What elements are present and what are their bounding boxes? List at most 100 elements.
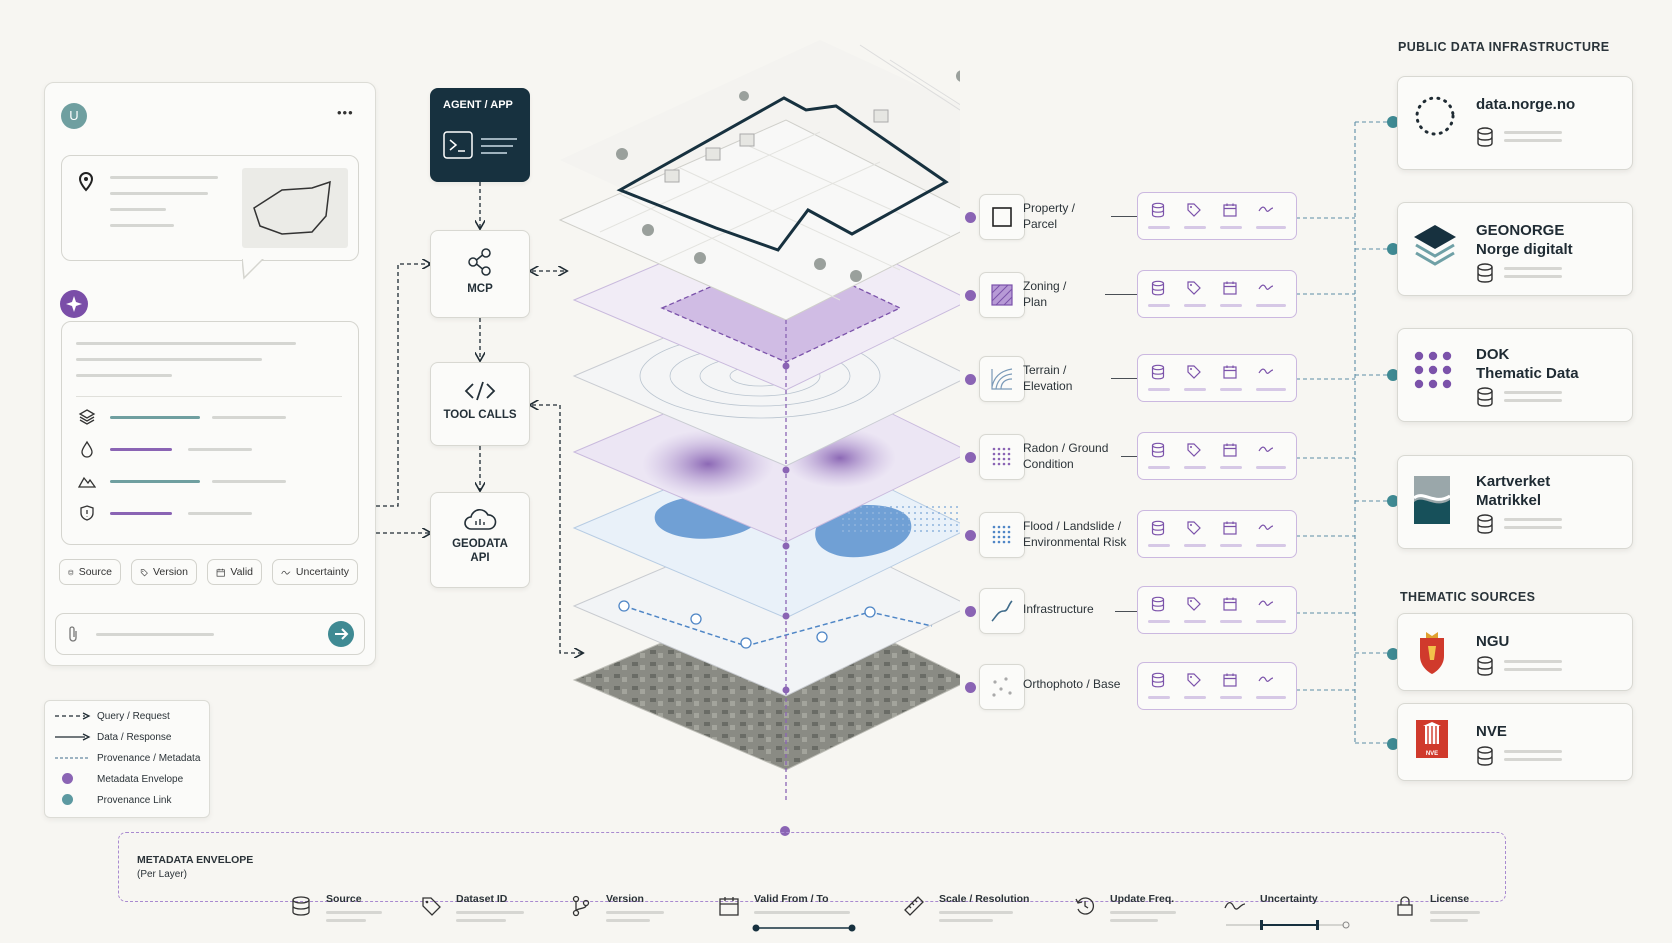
source-card-data-norge[interactable]: data.norge.no <box>1397 76 1633 170</box>
ruler-icon <box>904 896 924 916</box>
source-card-dok[interactable]: DOK Thematic Data <box>1397 328 1633 422</box>
user-message-bubble <box>61 155 359 280</box>
calendar-icon <box>216 568 225 577</box>
chat-panel: U ••• Source <box>44 82 376 666</box>
thematic-sources-title: THEMATIC SOURCES <box>1400 590 1536 604</box>
location-pin-icon <box>78 172 94 192</box>
calendar-icon <box>1223 521 1237 535</box>
wave-icon <box>1258 368 1274 374</box>
scatter-dots-icon <box>979 664 1025 710</box>
agent-app-node[interactable]: AGENT / APP <box>430 88 530 182</box>
database-icon <box>1151 280 1165 296</box>
valid-chip[interactable]: Valid <box>207 559 262 585</box>
share-nodes-icon <box>468 248 491 276</box>
calendar-icon <box>1223 203 1237 217</box>
database-icon <box>1477 127 1493 147</box>
more-options-button[interactable]: ••• <box>337 105 354 120</box>
code-icon <box>464 381 496 401</box>
envelope-title: METADATA ENVELOPE <box>137 854 254 866</box>
database-icon <box>292 896 310 916</box>
mcp-node[interactable]: MCP <box>430 230 530 318</box>
tag-icon <box>1187 521 1201 535</box>
wave-icon <box>1258 524 1274 530</box>
source-card-ngu[interactable]: NGU <box>1397 613 1633 691</box>
geodata-api-node[interactable]: GEODATA API <box>430 492 530 588</box>
database-icon <box>1477 263 1493 283</box>
wave-icon <box>1258 446 1274 452</box>
layer-label: Terrain / Elevation <box>1023 363 1073 393</box>
sparkle-icon <box>66 296 82 312</box>
assistant-avatar <box>60 290 88 318</box>
uncertainty-chip[interactable]: Uncertainty <box>272 559 358 585</box>
terminal-icon <box>443 131 517 159</box>
envelope-dot <box>965 530 976 541</box>
calendar-icon <box>1223 597 1237 611</box>
date-range-slider[interactable] <box>752 923 856 933</box>
tag-icon <box>140 568 148 576</box>
attachment-icon[interactable] <box>66 625 80 643</box>
kartverket-logo-icon <box>1414 476 1450 524</box>
dot-grid-blue-icon <box>979 512 1025 558</box>
source-card-kartverket[interactable]: Kartverket Matrikkel <box>1397 455 1633 549</box>
chat-input[interactable] <box>55 613 365 655</box>
dot-grid-purple-icon <box>979 434 1025 480</box>
cloud-icon <box>464 509 497 530</box>
layer-label: Infrastructure <box>1023 602 1094 616</box>
layer-label: Radon / Ground Condition <box>1023 441 1109 471</box>
database-icon <box>1151 202 1165 218</box>
tag-icon <box>1187 597 1201 611</box>
calendar-icon <box>1223 443 1237 457</box>
legend-provenance-link: Provenance Link <box>97 795 172 806</box>
shield-icon <box>80 505 94 521</box>
layer-label: Orthophoto / Base <box>1023 677 1121 691</box>
calendar-icon <box>1223 281 1237 295</box>
layer-metadata-card[interactable] <box>1137 354 1297 402</box>
source-card-nve[interactable]: NVE NVE <box>1397 703 1633 781</box>
terrain-icon <box>78 476 96 488</box>
send-button[interactable] <box>328 621 354 647</box>
tag-icon <box>1187 443 1201 457</box>
envelope-dot <box>965 374 976 385</box>
database-icon <box>1477 656 1493 676</box>
lock-icon <box>1397 896 1413 916</box>
geonorge-logo-icon <box>1414 225 1456 266</box>
wave-icon <box>1258 206 1274 212</box>
layer-metadata-card[interactable] <box>1137 662 1297 710</box>
contour-icon <box>979 356 1025 402</box>
layer-metadata-card[interactable] <box>1137 432 1297 480</box>
assistant-response-card <box>61 321 359 545</box>
layer-metadata-card[interactable] <box>1137 192 1297 240</box>
database-icon <box>68 569 74 575</box>
dot-matrix-logo-icon <box>1414 351 1452 389</box>
database-icon <box>1477 387 1493 407</box>
envelope-dot <box>965 452 976 463</box>
public-infrastructure-title: PUBLIC DATA INFRASTRUCTURE <box>1398 40 1610 54</box>
zoning-hatch-icon <box>979 272 1025 318</box>
layer-metadata-card[interactable] <box>1137 510 1297 558</box>
database-icon <box>1151 520 1165 536</box>
envelope-dot <box>965 212 976 223</box>
layer-label: Zoning / Plan <box>1023 279 1067 309</box>
calendar-icon <box>1223 673 1237 687</box>
tool-calls-node[interactable]: TOOL CALLS <box>430 362 530 446</box>
tag-icon <box>1187 203 1201 217</box>
parcel-thumbnail <box>242 168 348 248</box>
source-card-geonorge[interactable]: GEONORGE Norge digitalt <box>1397 202 1633 296</box>
tag-icon <box>1187 281 1201 295</box>
envelope-connector-dot <box>780 826 790 836</box>
wave-icon <box>281 570 291 575</box>
layer-metadata-card[interactable] <box>1137 586 1297 634</box>
database-icon <box>1477 746 1493 766</box>
version-chip[interactable]: Version <box>131 559 197 585</box>
source-chip[interactable]: Source <box>59 559 121 585</box>
legend: Query / Request Data / Response Provenan… <box>44 700 210 818</box>
layer-metadata-card[interactable] <box>1137 270 1297 318</box>
legend-data: Data / Response <box>97 732 172 743</box>
water-drop-icon <box>81 440 93 458</box>
wave-icon <box>1258 284 1274 290</box>
user-avatar[interactable]: U <box>61 103 87 129</box>
uncertainty-range-slider[interactable] <box>1224 919 1352 931</box>
legend-provenance: Provenance / Metadata <box>97 753 201 764</box>
tag-icon <box>1187 673 1201 687</box>
legend-teal-dot <box>62 794 73 805</box>
